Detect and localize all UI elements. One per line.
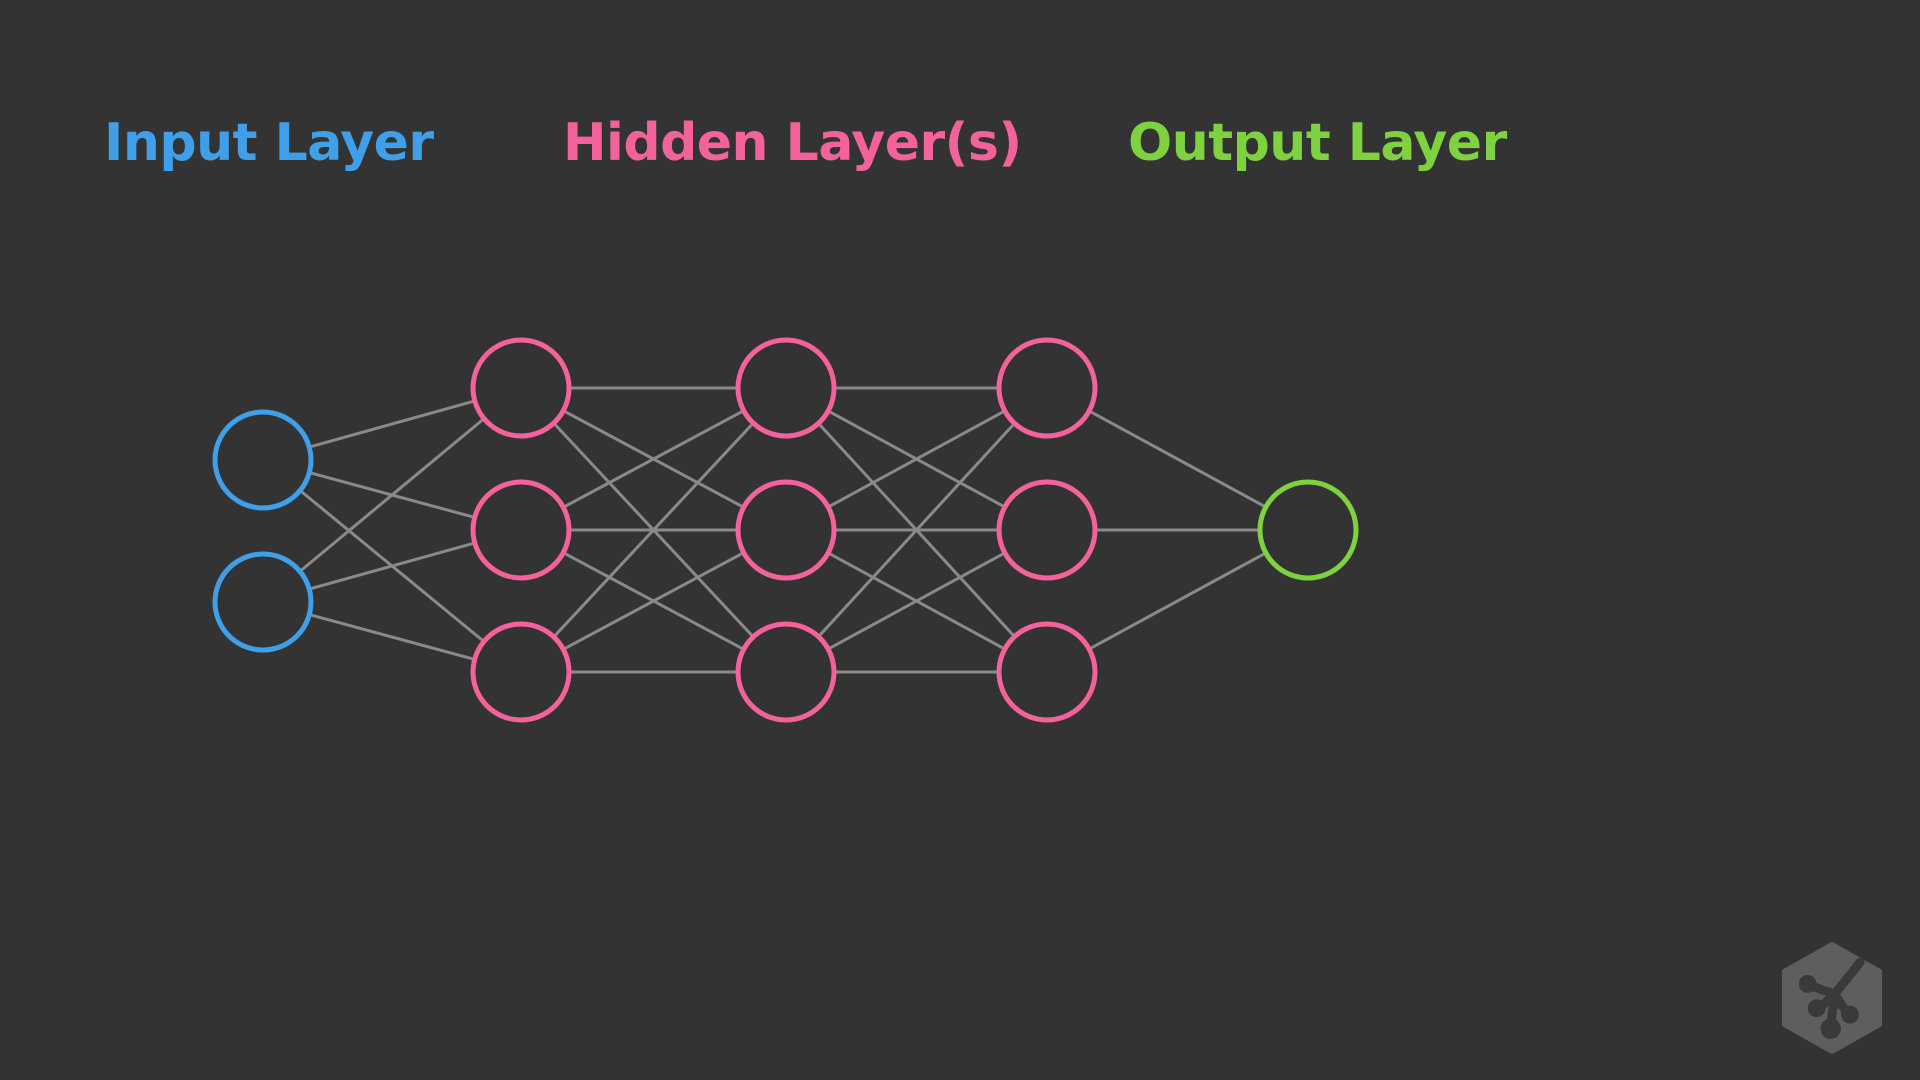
connection-edge <box>826 551 1007 651</box>
neuron-node-h2a <box>735 337 837 439</box>
edge-group <box>298 386 1268 674</box>
connection-edge <box>552 421 755 639</box>
connection-edge <box>561 551 746 651</box>
connection-edge <box>826 409 1007 509</box>
neuron-node-h3b <box>996 479 1098 581</box>
connection-edge <box>1087 551 1268 651</box>
neuron-node-i1 <box>212 409 314 511</box>
input-layer-label: Input Layer <box>104 113 434 173</box>
neuron-node-h3a <box>996 337 1098 439</box>
connection-edge <box>298 417 486 573</box>
brand-watermark-icon <box>1782 941 1882 1055</box>
neuron-node-h1a <box>470 337 572 439</box>
neuron-node-h3c <box>996 621 1098 723</box>
neuron-node-h2b <box>735 479 837 581</box>
neuron-node-o1 <box>1257 479 1359 581</box>
neuron-node-i2 <box>212 551 314 653</box>
connection-edge <box>816 421 1017 639</box>
node-group <box>212 337 1359 723</box>
neuron-node-h2c <box>735 621 837 723</box>
neuron-node-h1c <box>470 621 572 723</box>
connection-edge <box>307 541 477 591</box>
connection-edge <box>307 399 477 449</box>
output-layer-label: Output Layer <box>1128 113 1507 173</box>
connection-edge <box>1087 409 1268 509</box>
neuron-node-h1b <box>470 479 572 581</box>
connection-edge <box>307 613 477 661</box>
hidden-layer-label: Hidden Layer(s) <box>563 113 1022 173</box>
connection-edge <box>561 409 746 509</box>
